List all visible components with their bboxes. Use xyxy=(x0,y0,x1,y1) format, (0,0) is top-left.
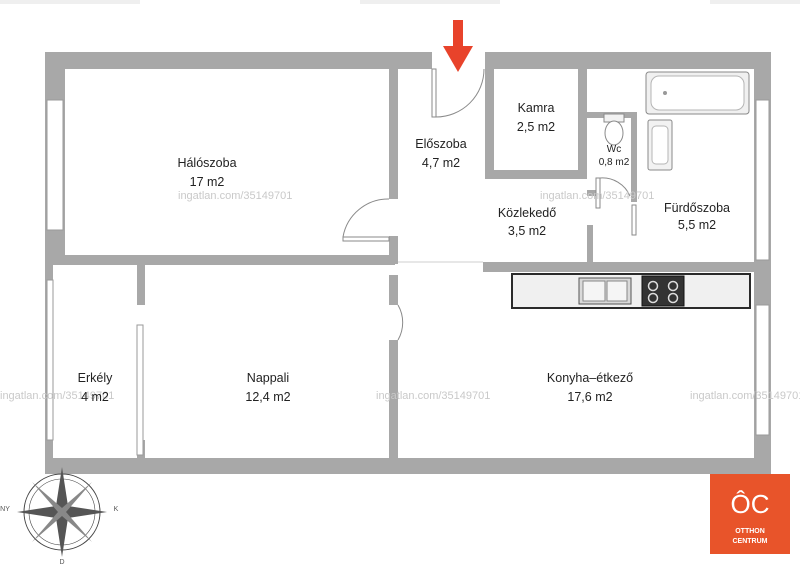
top-watermark-strip xyxy=(0,0,800,4)
room-area-nappali: 12,4 m2 xyxy=(245,390,290,404)
room-name-haloszoba: Hálószoba xyxy=(177,156,236,170)
logo-mark: ÔC xyxy=(731,489,770,519)
room-area-konyha: 17,6 m2 xyxy=(567,390,612,404)
toilet xyxy=(603,113,625,146)
watermark: ingatlan.com/35149701 xyxy=(0,390,114,402)
watermark: ingatlan.com/35149701 xyxy=(690,390,800,402)
balcony-door xyxy=(136,324,144,456)
doors xyxy=(342,52,637,341)
room-name-kozlekedo: Közlekedő xyxy=(498,206,556,220)
compass-east-label: K xyxy=(114,506,119,513)
otthon-centrum-logo: ÔC OTTHON CENTRUM xyxy=(710,474,790,554)
entrance-arrow xyxy=(443,20,473,72)
room-area-wc: 0,8 m2 xyxy=(599,157,630,168)
room-area-kamra: 2,5 m2 xyxy=(517,120,555,134)
room-name-erkely: Erkély xyxy=(78,371,113,385)
room-area-kozlekedo: 3,5 m2 xyxy=(508,224,546,238)
logo-line2: CENTRUM xyxy=(733,538,768,545)
room-name-furdoszoba: Fürdőszoba xyxy=(664,201,730,215)
windows xyxy=(46,99,770,441)
room-name-wc: Wc xyxy=(607,144,621,155)
compass-south-label: D xyxy=(59,559,64,565)
watermark: ingatlan.com/35149701 xyxy=(540,190,654,202)
bathtub xyxy=(645,71,750,115)
room-area-haloszoba: 17 m2 xyxy=(190,175,225,189)
room-area-erkely: 4 m2 xyxy=(81,390,109,404)
room-name-konyha: Konyha–étkező xyxy=(547,371,633,385)
room-labels: Hálószoba 17 m2 Előszoba 4,7 m2 Kamra 2,… xyxy=(78,101,730,404)
room-area-eloszoba: 4,7 m2 xyxy=(422,156,460,170)
kitchen-counter xyxy=(511,273,751,309)
compass-west-label: NY xyxy=(0,506,10,513)
watermark: ingatlan.com/35149701 xyxy=(178,190,292,202)
bathroom-sink xyxy=(647,119,673,171)
room-area-furdoszoba: 5,5 m2 xyxy=(678,218,716,232)
logo-line1: OTTHON xyxy=(735,528,765,535)
watermarks: ingatlan.com/35149701 ingatlan.com/35149… xyxy=(0,190,800,402)
compass-rose: NY K D xyxy=(0,467,119,565)
room-name-eloszoba: Előszoba xyxy=(415,137,466,151)
room-name-nappali: Nappali xyxy=(247,371,289,385)
room-name-kamra: Kamra xyxy=(518,101,555,115)
watermark: ingatlan.com/35149701 xyxy=(376,390,490,402)
interior-walls xyxy=(45,69,754,474)
